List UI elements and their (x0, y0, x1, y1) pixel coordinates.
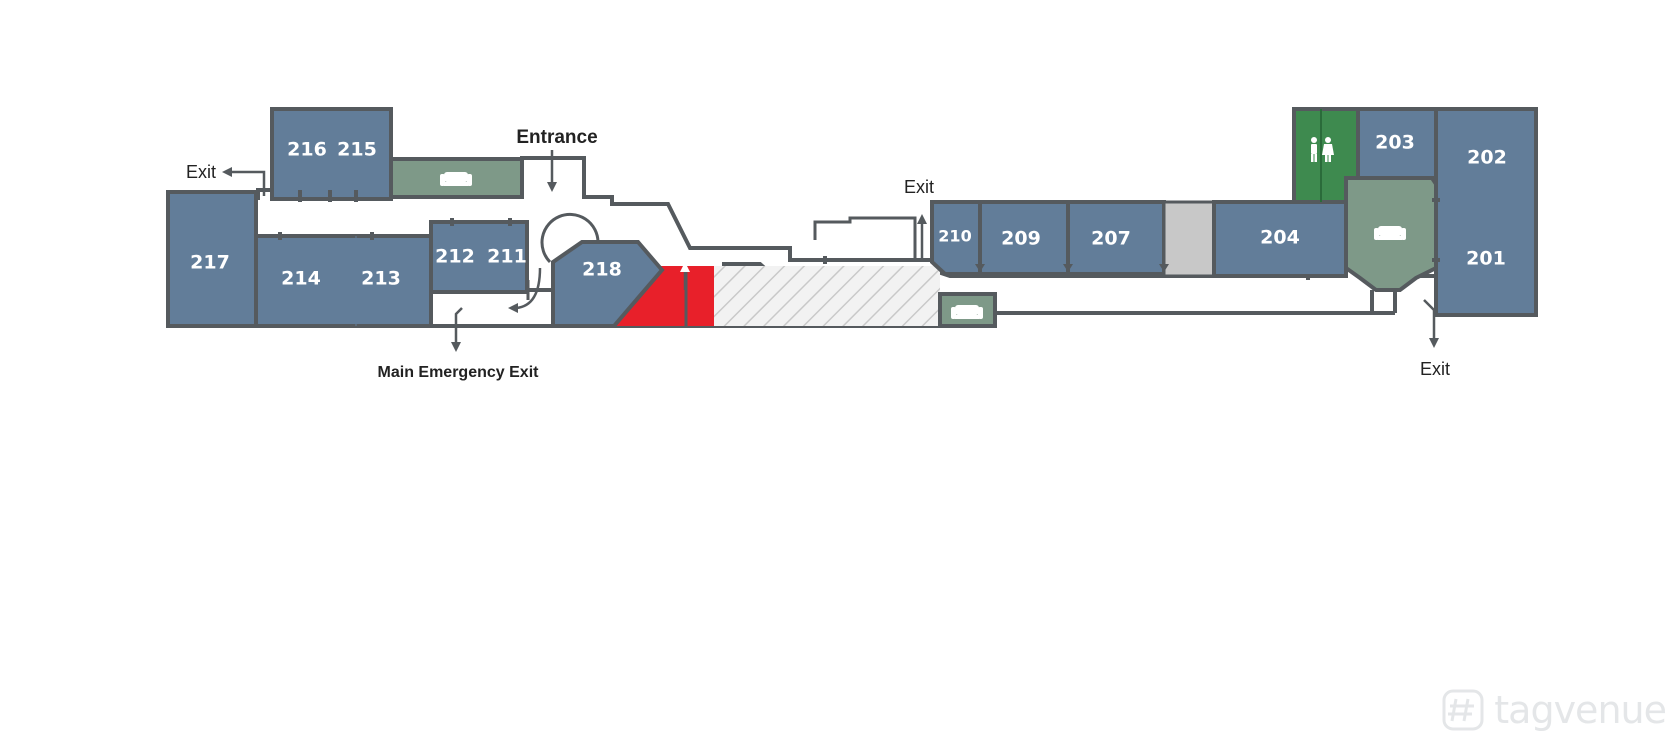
main-emergency-exit-arrow (451, 307, 463, 352)
room-210[interactable] (930, 200, 982, 276)
room-212-211[interactable] (429, 220, 529, 294)
service-area-hatched (714, 266, 940, 326)
room-label-213: 213 (361, 268, 401, 290)
highlighted-area (614, 266, 714, 326)
room-label-201: 201 (1466, 248, 1506, 270)
room-label-203: 203 (1375, 132, 1415, 154)
entrance-arrow (547, 150, 557, 192)
restroom-icon (1311, 137, 1334, 162)
room-216-215[interactable] (270, 107, 393, 201)
room-label-211: 211 (487, 246, 527, 268)
sofa-icon (440, 172, 472, 186)
tagvenue-logo-icon (1442, 689, 1484, 731)
room-label-214: 214 (281, 268, 321, 290)
sofa-icon (1374, 226, 1406, 240)
exit-middle-arrow (917, 214, 927, 258)
exit-right-arrow (1423, 299, 1439, 348)
exit-passage-wall (813, 216, 917, 260)
entrance-label: Entrance (516, 127, 597, 148)
room-214-213[interactable] (254, 234, 433, 328)
room-label-209: 209 (1001, 228, 1041, 250)
door-swing-218 (540, 212, 600, 264)
room-label-217: 217 (190, 252, 230, 274)
room-218[interactable] (551, 240, 665, 328)
room-label-212: 212 (435, 246, 475, 268)
room-label-216: 216 (287, 139, 327, 161)
room-label-207: 207 (1091, 228, 1131, 250)
service-room-grey (1162, 200, 1216, 278)
exit-label-middle: Exit (904, 177, 934, 197)
door-arrows (680, 236, 1169, 290)
room-202-201[interactable] (1434, 107, 1538, 317)
room-label-204: 204 (1260, 227, 1300, 249)
door-markers (278, 190, 1440, 280)
room-label-215: 215 (337, 139, 377, 161)
curved-door-arrow (508, 267, 542, 313)
exit-label-left: Exit (186, 162, 216, 182)
tagvenue-watermark: tagvenue (1438, 685, 1667, 735)
main-emergency-exit-label: Main Emergency Exit (378, 364, 540, 381)
room-label-210: 210 (938, 227, 971, 246)
room-204[interactable] (1212, 200, 1348, 278)
watermark-text: tagvenue (1494, 688, 1667, 732)
exit-label-right: Exit (1420, 359, 1450, 379)
sofa-icon (951, 305, 983, 319)
room-label-218: 218 (582, 259, 622, 281)
exit-left-arrow (222, 167, 266, 196)
room-label-202: 202 (1467, 147, 1507, 169)
room-207[interactable] (1066, 200, 1166, 276)
